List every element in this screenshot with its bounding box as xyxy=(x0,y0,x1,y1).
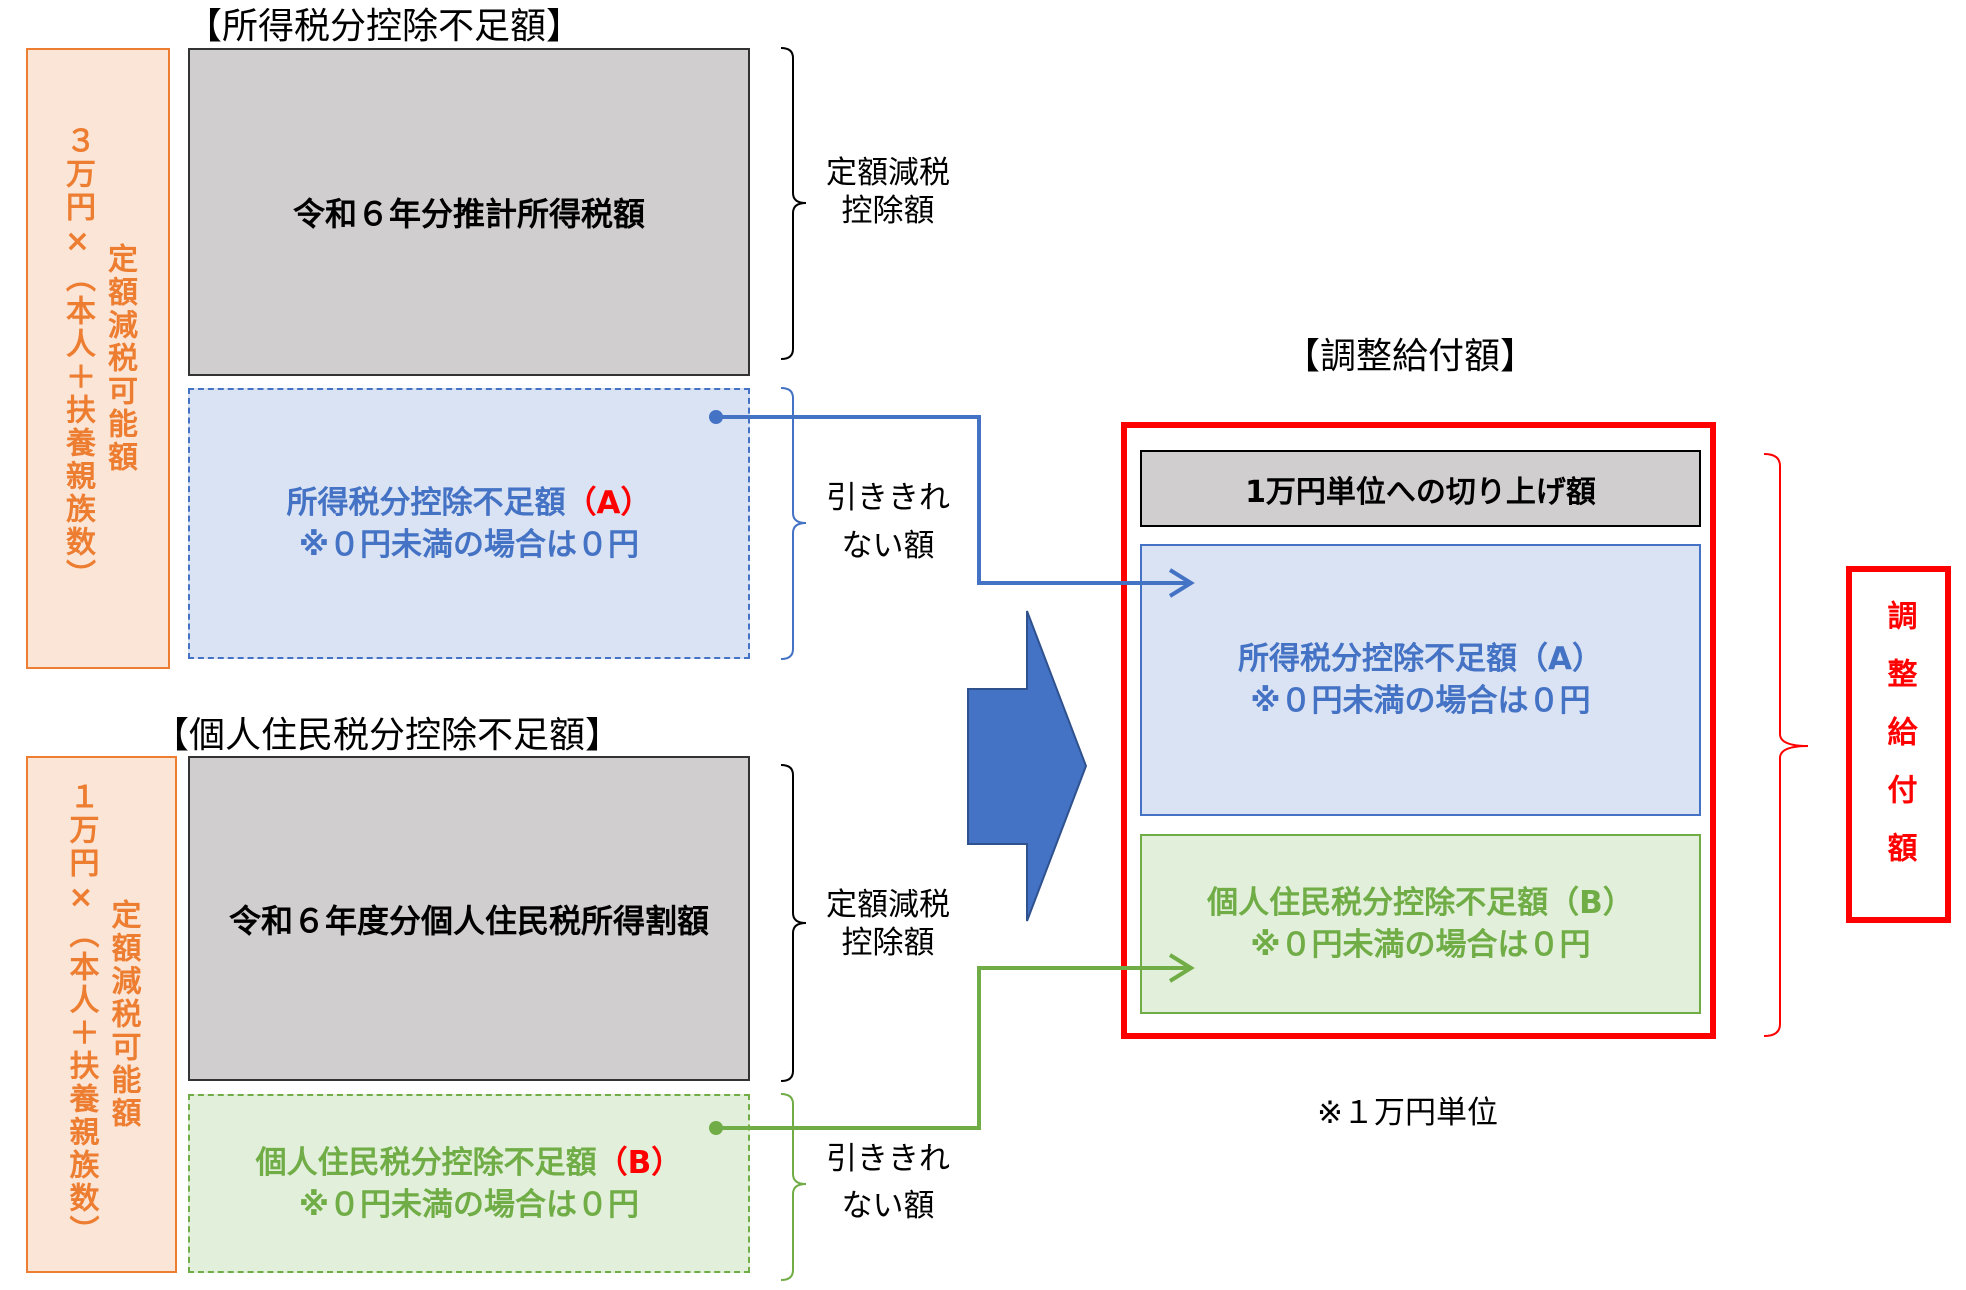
shortfall-note: ※０円未満の場合は０円 xyxy=(1250,683,1591,719)
resident-tax-deduction-capacity-box: 定額減税可能額 １万円×（本人＋扶養親族数） xyxy=(26,756,177,1273)
remaining-label-line2: ない額 xyxy=(841,1188,935,1224)
shortfall-title-line: 個人住民税分控除不足額（B） xyxy=(256,1142,683,1184)
shortfall-marker-b: （B） xyxy=(596,1144,683,1181)
shortfall-marker-a: （A） xyxy=(1517,641,1603,677)
shortfall-marker-b: （B） xyxy=(1548,885,1634,921)
adjustment-payment-result-label: 調整給付額 xyxy=(1881,599,1917,890)
shortfall-marker-a: （A） xyxy=(565,484,652,521)
capacity-label: 定額減税可能額 xyxy=(105,899,141,1130)
resident-tax-income-levy-label: 令和６年度分個人住民税所得割額 xyxy=(228,901,709,940)
resident-tax-deduction-brace xyxy=(780,764,807,1082)
deduction-label-line1: 定額減税 xyxy=(826,887,950,923)
adjustment-resident-tax-shortfall-box: 個人住民税分控除不足額（B） ※０円未満の場合は０円 xyxy=(1140,834,1701,1014)
shortfall-title-line: 所得税分控除不足額（A） xyxy=(287,482,652,524)
income-tax-deduction-capacity-box: 定額減税可能額 ３万円×（本人＋扶養親族数） xyxy=(26,48,170,669)
resident-tax-section-title: 【個人住民税分控除不足額】 xyxy=(153,715,622,756)
roundup-amount-box: 1万円単位への切り上げ額 xyxy=(1140,450,1701,527)
deduction-label-line2: 控除額 xyxy=(841,193,935,229)
remaining-label-line1: 引ききれ xyxy=(826,480,950,516)
shortfall-note: ※０円未満の場合は０円 xyxy=(298,1186,640,1223)
income-tax-deduction-brace xyxy=(780,47,807,360)
capacity-vertical-text: 定額減税可能額 ３万円×（本人＋扶養親族数） xyxy=(56,50,140,667)
resident-tax-deduction-amount-label: 定額減税 控除額 xyxy=(818,886,958,962)
shortfall-label: 個人住民税分控除不足額 xyxy=(255,1144,597,1181)
unit-note: ※１万円単位 xyxy=(1317,1095,1498,1131)
shortfall-title-line: 所得税分控除不足額（A） xyxy=(1238,638,1603,680)
income-tax-shortfall-box: 所得税分控除不足額（A） ※０円未満の場合は０円 xyxy=(188,388,750,659)
remaining-label-line1: 引ききれ xyxy=(826,1141,950,1177)
resident-tax-shortfall-box: 個人住民税分控除不足額（B） ※０円未満の場合は０円 xyxy=(188,1094,750,1273)
resident-tax-income-levy-box: 令和６年度分個人住民税所得割額 xyxy=(188,756,750,1081)
remaining-label-line2: ない額 xyxy=(841,528,935,564)
shortfall-label: 個人住民税分控除不足額 xyxy=(1207,885,1549,921)
resident-tax-remaining-brace xyxy=(780,1093,807,1281)
income-tax-deduction-amount-label: 定額減税 控除額 xyxy=(818,154,958,230)
adjustment-income-tax-shortfall-box: 所得税分控除不足額（A） ※０円未満の場合は０円 xyxy=(1140,544,1701,816)
shortfall-label: 所得税分控除不足額 xyxy=(286,484,566,521)
adjustment-total-brace xyxy=(1763,453,1809,1037)
flow-arrow xyxy=(967,610,1088,922)
deduction-label-line1: 定額減税 xyxy=(826,155,950,191)
income-tax-section-title: 【所得税分控除不足額】 xyxy=(186,6,583,47)
shortfall-label: 所得税分控除不足額 xyxy=(1238,641,1517,677)
estimated-income-tax-label: 令和６年分推計所得税額 xyxy=(292,195,645,233)
adjustment-section-title: 【調整給付額】 xyxy=(1284,336,1537,377)
resident-tax-connector-line xyxy=(716,966,1190,1130)
capacity-formula: １万円×（本人＋扶養親族数） xyxy=(63,781,99,1248)
shortfall-note: ※０円未満の場合は０円 xyxy=(1250,927,1591,963)
estimated-income-tax-box: 令和６年分推計所得税額 xyxy=(188,48,750,376)
capacity-label: 定額減税可能額 xyxy=(102,243,137,474)
roundup-amount-label: 1万円単位への切り上げ額 xyxy=(1245,474,1596,510)
income-tax-remaining-amount-label: 引ききれ ない額 xyxy=(818,474,958,570)
income-tax-remaining-brace xyxy=(780,387,807,660)
capacity-formula: ３万円×（本人＋扶養親族数） xyxy=(60,125,95,592)
deduction-label-line2: 控除額 xyxy=(841,925,935,961)
capacity-vertical-text: 定額減税可能額 １万円×（本人＋扶養親族数） xyxy=(60,758,144,1271)
shortfall-note: ※０円未満の場合は０円 xyxy=(298,526,640,563)
shortfall-title-line: 個人住民税分控除不足額（B） xyxy=(1207,882,1634,924)
resident-tax-remaining-amount-label: 引ききれ ない額 xyxy=(818,1136,958,1230)
adjustment-payment-result-box: 調整給付額 xyxy=(1846,566,1951,923)
